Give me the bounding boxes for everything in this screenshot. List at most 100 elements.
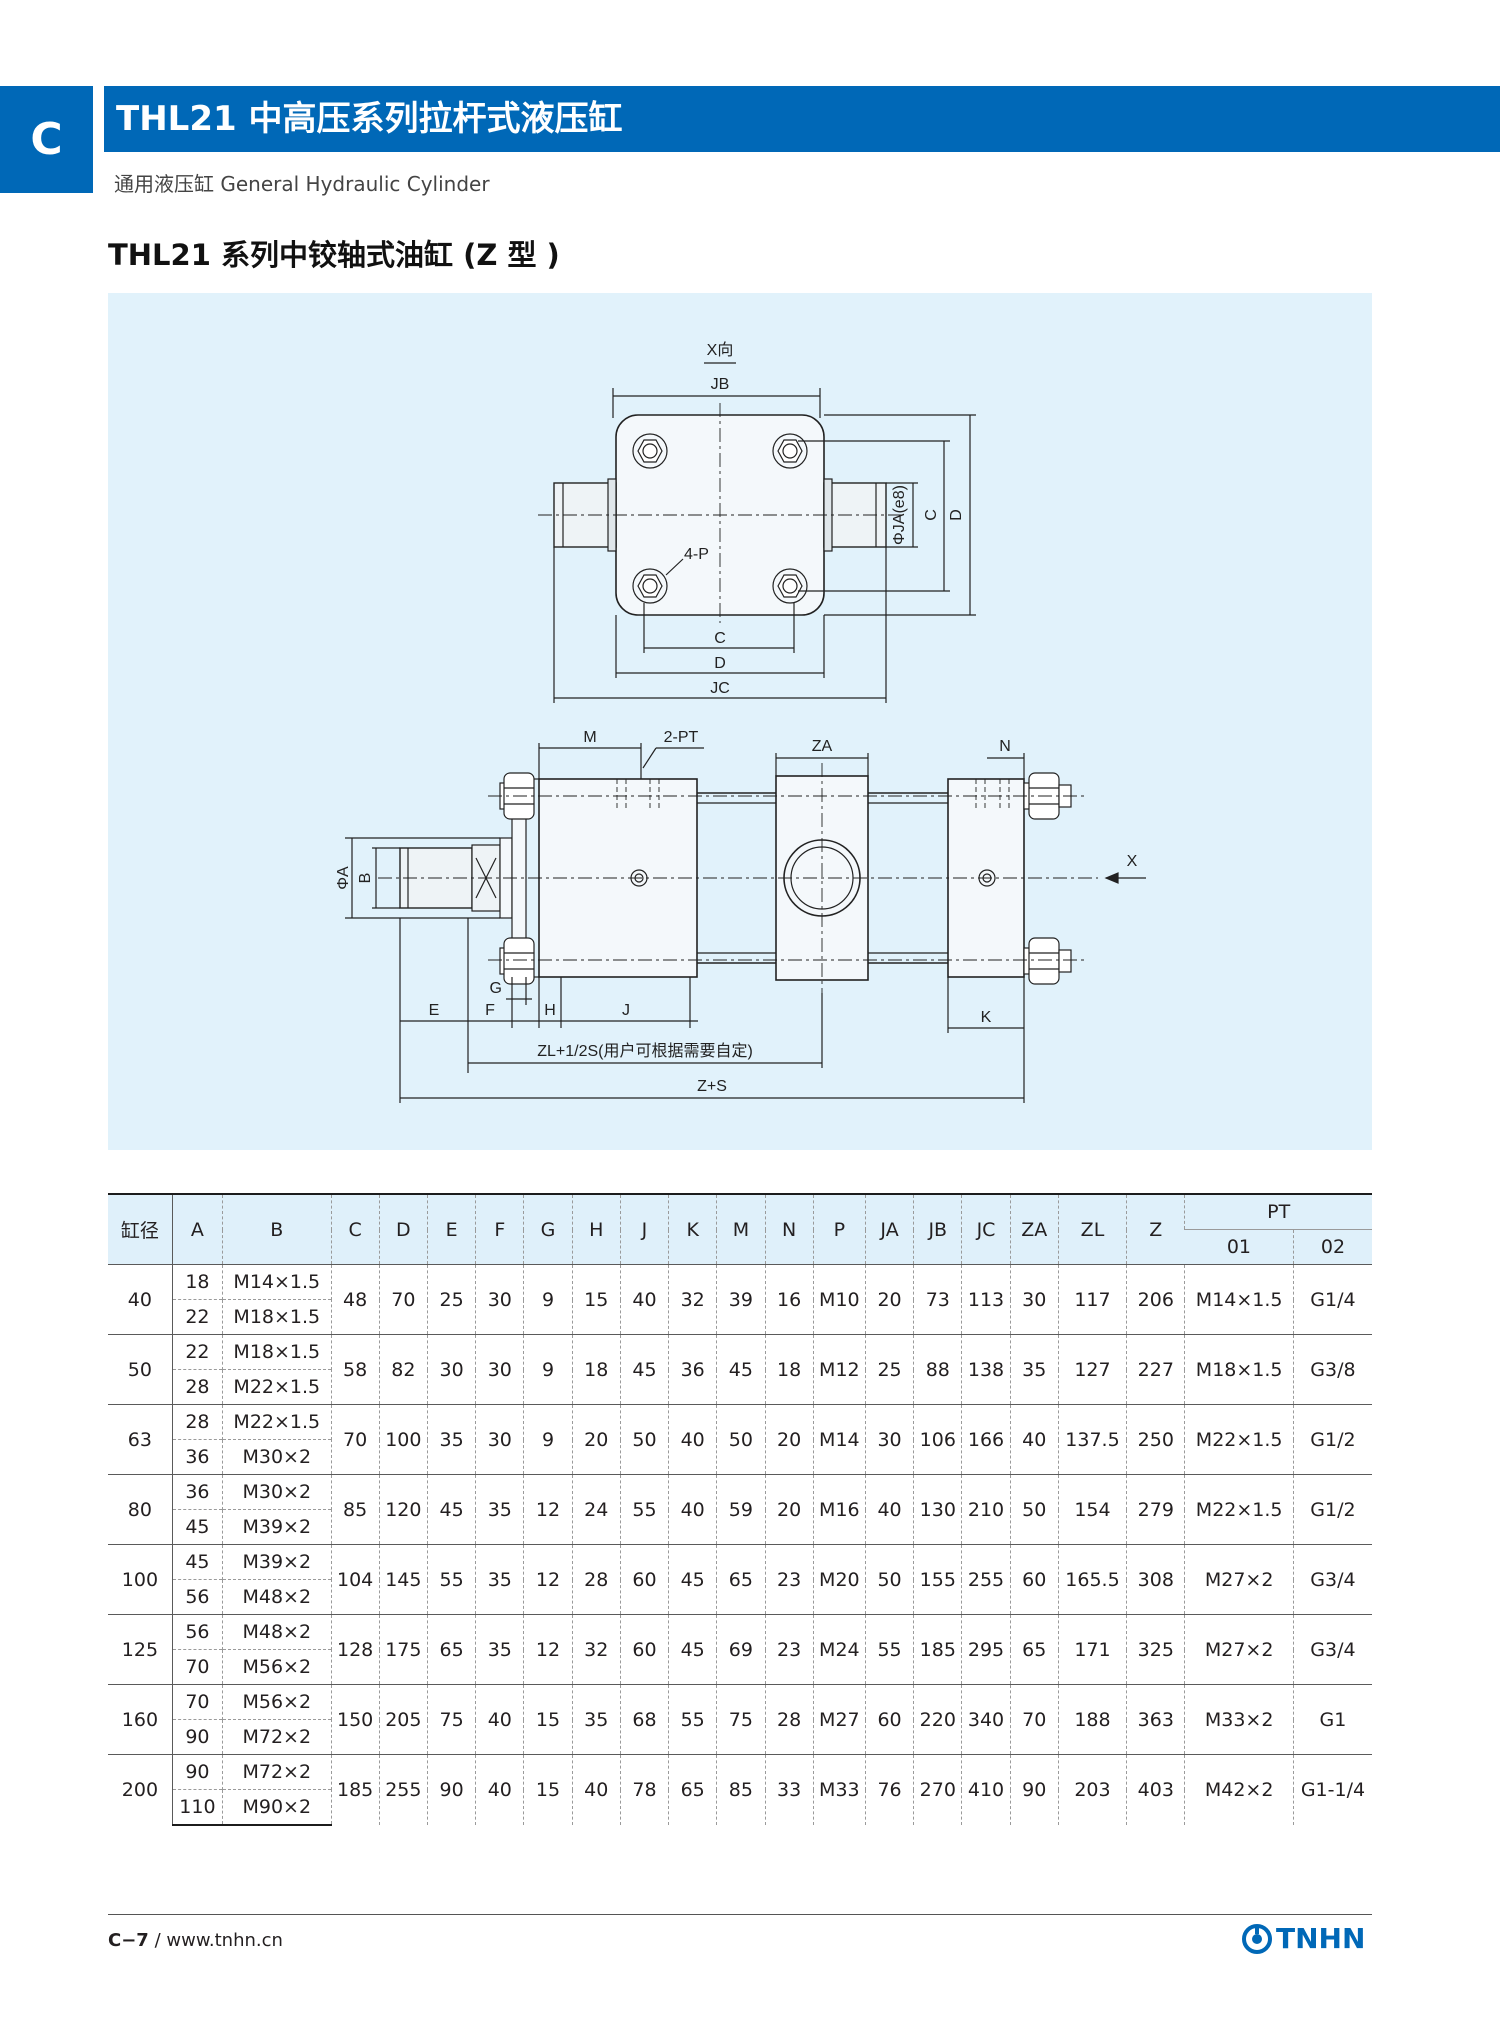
dim-g: G	[490, 980, 502, 997]
table-cell: 70	[1009, 1684, 1059, 1755]
header-cell: PT	[1184, 1193, 1372, 1230]
side-view: X M 2-PT ZA N ΦA B	[335, 729, 1146, 1103]
table-cell: 36	[668, 1334, 717, 1405]
table-cell: M30×2	[222, 1439, 332, 1475]
table-cell: 35	[475, 1474, 524, 1545]
table-cell: 185	[913, 1614, 962, 1685]
table-cell: 255	[378, 1754, 428, 1825]
table-cell: M20	[812, 1544, 866, 1615]
table-cell: M14×1.5	[222, 1264, 332, 1300]
table-cell: 138	[961, 1334, 1011, 1405]
header-pt-01: 01	[1184, 1229, 1294, 1265]
table-cell: M16	[812, 1474, 866, 1545]
table-cell: 154	[1057, 1474, 1127, 1545]
table-cell: 125	[108, 1614, 173, 1685]
table-cell: 165.5	[1057, 1544, 1127, 1615]
table-cell: 75	[426, 1684, 476, 1755]
table-cell: 113	[961, 1264, 1011, 1335]
table-cell: 35	[426, 1404, 476, 1475]
table-cell: M18×1.5	[1184, 1334, 1294, 1405]
table-cell: 55	[668, 1684, 717, 1755]
table-cell: 60	[619, 1544, 669, 1615]
header-cell: 缸径	[108, 1193, 173, 1265]
table-cell: 63	[108, 1404, 173, 1475]
table-cell: 279	[1126, 1474, 1185, 1545]
table-cell: M42×2	[1184, 1754, 1294, 1825]
table-cell: 185	[330, 1754, 380, 1825]
table-cell: 117	[1057, 1264, 1127, 1335]
table-cell: 75	[716, 1684, 765, 1755]
table-cell: 127	[1057, 1334, 1127, 1405]
table-cell: G1	[1292, 1684, 1372, 1755]
table-cell: G1/2	[1292, 1404, 1372, 1475]
table-cell: M33×2	[1184, 1684, 1294, 1755]
table-cell: M90×2	[222, 1789, 332, 1826]
table-cell: 12	[523, 1614, 573, 1685]
table-cell: M27	[812, 1684, 866, 1755]
table-cell: 90	[426, 1754, 476, 1825]
dim-za: ZA	[812, 738, 833, 755]
table-cell: 32	[668, 1264, 717, 1335]
dim-4p: 4-P	[684, 546, 709, 563]
footer-page-info: C−7 / www.tnhn.cn	[108, 1930, 283, 1951]
table-cell: 20	[864, 1264, 914, 1335]
table-cell: 203	[1057, 1754, 1127, 1825]
header-cell: H	[571, 1193, 621, 1265]
table-cell: 30	[1009, 1264, 1059, 1335]
dim-m: M	[583, 729, 596, 746]
dim-k: K	[981, 1009, 992, 1026]
header-cell: C	[330, 1193, 380, 1265]
table-cell: M24	[812, 1614, 866, 1685]
table-cell: 50	[108, 1334, 173, 1405]
brand-logo: TNHN	[1242, 1922, 1365, 1955]
table-cell: 250	[1126, 1404, 1185, 1475]
table-cell: 55	[426, 1544, 476, 1615]
table-cell: 45	[619, 1334, 669, 1405]
table-cell: 68	[619, 1684, 669, 1755]
dim-ja: ΦJA(e8)	[891, 485, 908, 545]
table-cell: 175	[378, 1614, 428, 1685]
dim-d-top: D	[714, 655, 726, 672]
table-cell: 150	[330, 1684, 380, 1755]
view-label: X向	[707, 341, 734, 359]
table-cell: M33	[812, 1754, 866, 1825]
table-cell: 50	[716, 1404, 765, 1475]
header-cell: JC	[961, 1193, 1011, 1265]
table-cell: 20	[764, 1404, 814, 1475]
table-cell: 104	[330, 1544, 380, 1615]
top-view: X向 JB	[538, 341, 976, 703]
table-cell: M27×2	[1184, 1614, 1294, 1685]
table-cell: 188	[1057, 1684, 1127, 1755]
table-cell: 363	[1126, 1684, 1185, 1755]
table-cell: 12	[523, 1474, 573, 1545]
table-cell: 15	[571, 1264, 621, 1335]
table-cell: 65	[716, 1544, 765, 1615]
table-cell: 56	[171, 1614, 223, 1650]
table-cell: 45	[668, 1614, 717, 1685]
table-cell: 45	[716, 1334, 765, 1405]
table-cell: M22×1.5	[222, 1404, 332, 1440]
table-cell: 70	[330, 1404, 380, 1475]
table-cell: 55	[619, 1474, 669, 1545]
table-cell: 85	[330, 1474, 380, 1545]
header-cell: M	[716, 1193, 765, 1265]
table-cell: 410	[961, 1754, 1011, 1825]
table-cell: 36	[172, 1439, 223, 1475]
header-cell: Z	[1126, 1193, 1185, 1265]
table-cell: 28	[171, 1404, 223, 1440]
table-cell: 45	[668, 1544, 717, 1615]
header-cell: B	[222, 1193, 332, 1265]
table-cell: M27×2	[1184, 1544, 1294, 1615]
table-cell: 40	[108, 1264, 173, 1335]
table-cell: M48×2	[222, 1579, 332, 1615]
table-cell: 60	[619, 1614, 669, 1685]
